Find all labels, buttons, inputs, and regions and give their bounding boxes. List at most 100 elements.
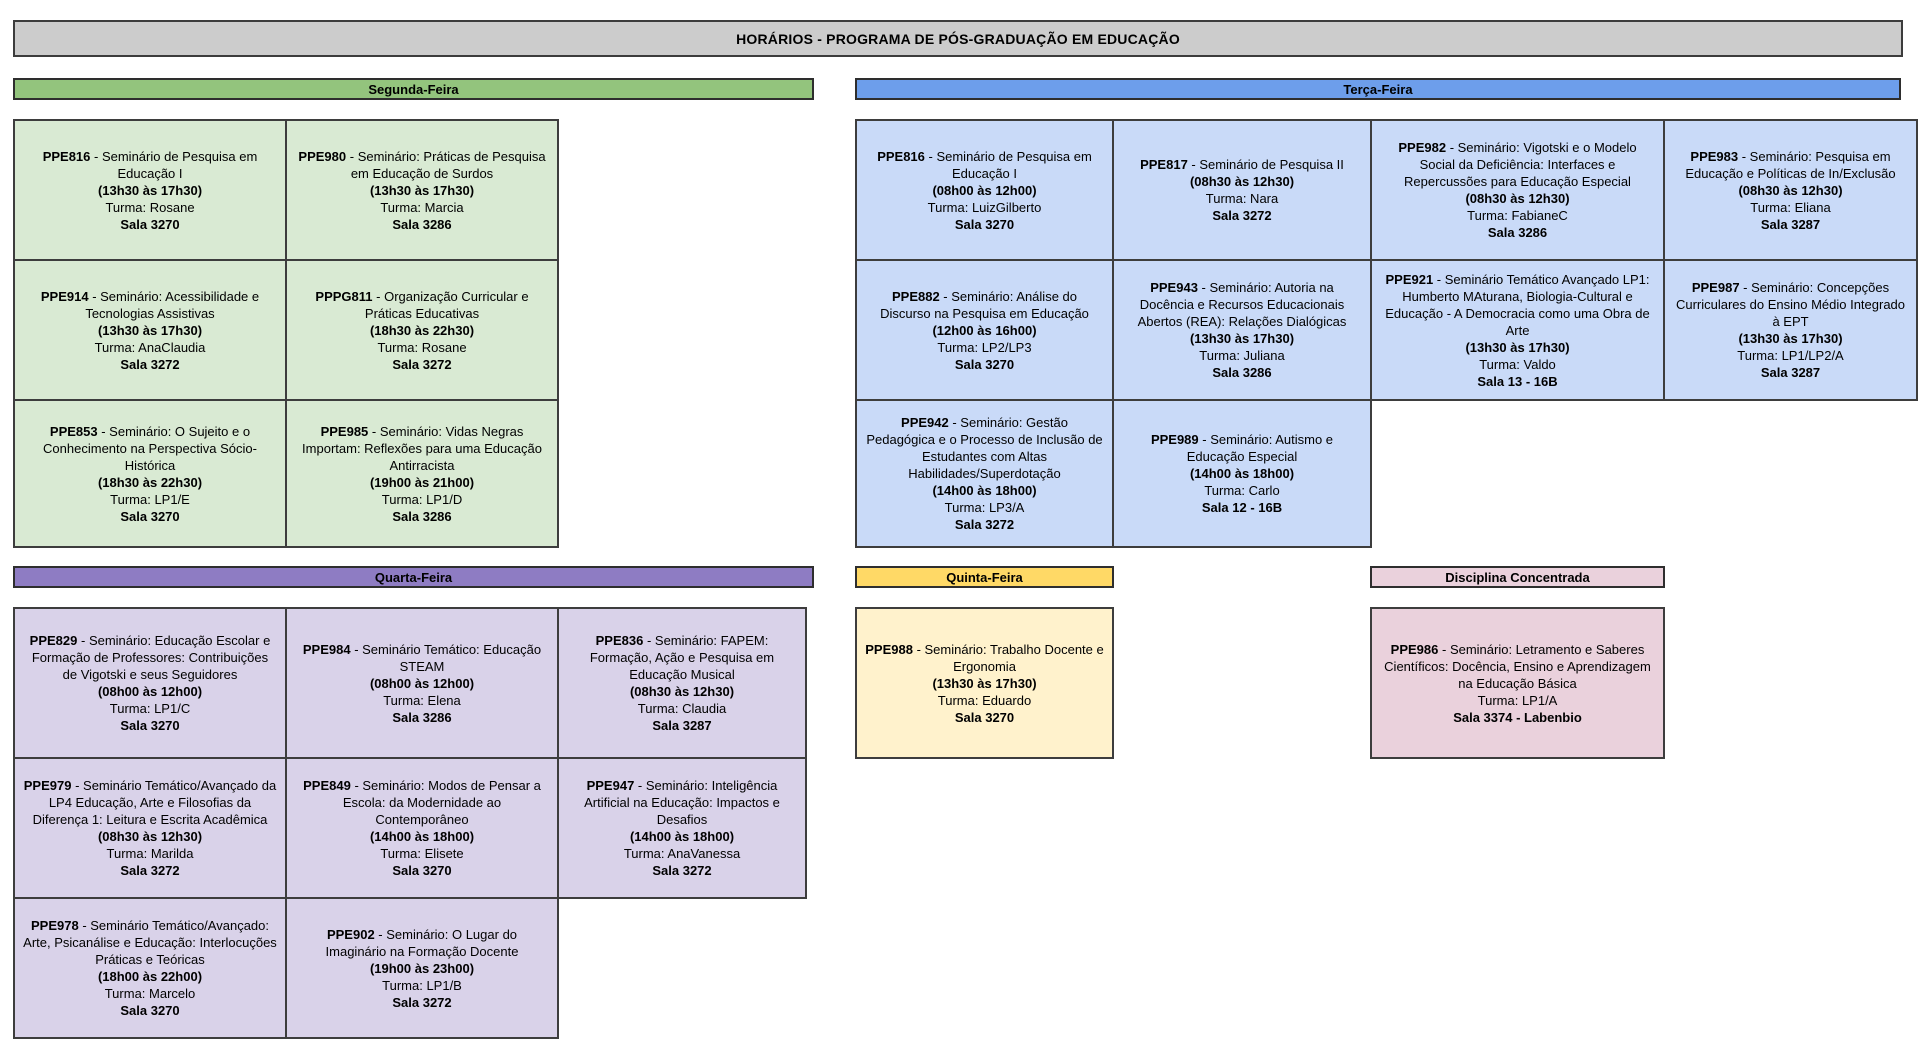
course-code: PPE836 <box>595 633 644 648</box>
course-card: PPE983 - Seminário: Pesquisa em Educação… <box>1663 119 1918 261</box>
course-title-line: PPE947 - Seminário: Inteligência Artific… <box>567 777 797 828</box>
course-code: PPE829 <box>29 633 78 648</box>
course-time: (08h30 às 12h30) <box>1738 182 1843 198</box>
course-room: Sala 3270 <box>954 356 1015 372</box>
course-title-line: PPE902 - Seminário: O Lugar do Imaginári… <box>295 926 549 960</box>
course-code: PPE817 <box>1140 157 1188 172</box>
course-room: Sala 3287 <box>652 718 712 733</box>
course-turma: Turma: LP1/A <box>1477 692 1558 708</box>
day-header-terca: Terça-Feira <box>855 78 1901 100</box>
course-title: Seminário: Análise do Discurso na Pesqui… <box>880 288 1089 321</box>
course-turma: Turma: Marilda <box>106 846 194 861</box>
course-title: Seminário Temático: Educação STEAM <box>362 641 542 674</box>
course-room: Sala 3270 <box>120 1003 180 1018</box>
course-code: PPE984 <box>302 641 351 657</box>
course-code: PPE985 <box>320 423 369 439</box>
course-card: PPE947 - Seminário: Inteligência Artific… <box>557 757 807 899</box>
course-code: PPE979 <box>23 778 72 793</box>
course-title-line: PPE921 - Seminário Temático Avançado LP1… <box>1380 271 1655 339</box>
course-turma: Turma: LuizGilberto <box>927 199 1042 215</box>
day-header-quinta: Quinta-Feira <box>855 566 1114 588</box>
course-title-line: PPE987 - Seminário: Concepções Curricula… <box>1673 279 1908 330</box>
course-turma: Turma: Valdo <box>1479 356 1556 372</box>
page-title: HORÁRIOS - PROGRAMA DE PÓS-GRADUAÇÃO EM … <box>13 20 1903 57</box>
course-room: Sala 3270 <box>120 508 180 524</box>
course-title: Seminário de Pesquisa em Educação I <box>101 148 258 181</box>
course-title-line: PPE983 - Seminário: Pesquisa em Educação… <box>1673 148 1908 182</box>
course-time: (18h00 às 22h00) <box>97 969 203 984</box>
course-time: (08h30 às 12h30) <box>1189 174 1295 189</box>
course-turma: Turma: LP3/A <box>944 500 1025 515</box>
course-title-line: PPE816 - Seminário de Pesquisa em Educaç… <box>23 148 277 182</box>
course-turma: Turma: Nara <box>1205 191 1279 206</box>
course-title-line: PPE882 - Seminário: Análise do Discurso … <box>865 288 1104 322</box>
course-room: Sala 3270 <box>954 709 1015 725</box>
course-title: Seminário: FAPEM: Formação, Ação e Pesqu… <box>589 633 775 682</box>
course-turma: Turma: Carlo <box>1204 483 1280 498</box>
course-room: Sala 3272 <box>954 517 1015 532</box>
course-time: (08h30 às 12h30) <box>97 829 203 844</box>
separator: - <box>634 778 646 793</box>
separator: - <box>1187 157 1200 172</box>
course-code: PPE978 <box>31 918 79 933</box>
course-title-line: PPE982 - Seminário: Vigotski e o Modelo … <box>1380 139 1655 190</box>
course-title-line: PPE943 - Seminário: Autoria na Docência … <box>1122 279 1362 330</box>
separator: - <box>374 926 387 942</box>
course-time: (08h00 às 12h00) <box>97 684 203 699</box>
course-time: (08h00 às 12h00) <box>369 675 475 691</box>
course-card: PPE853 - Seminário: O Sujeito e o Conhec… <box>13 399 287 548</box>
separator: - <box>1198 432 1211 447</box>
course-turma: Turma: LP1/B <box>382 977 462 993</box>
course-turma: Turma: Elisete <box>380 846 464 861</box>
course-title: Seminário Temático Avançado LP1: Humbert… <box>1385 271 1650 338</box>
course-card: PPE914 - Seminário: Acessibilidade e Tec… <box>13 259 287 401</box>
course-code: PPE882 <box>891 288 940 304</box>
course-time: (19h00 às 21h00) <box>369 474 475 490</box>
course-card: PPE902 - Seminário: O Lugar do Imaginári… <box>285 897 559 1039</box>
separator: - <box>1446 140 1458 155</box>
course-title: Seminário: Gestão Pedagógica e o Process… <box>866 415 1103 481</box>
course-title: Seminário: Autismo e Educação Especial <box>1186 432 1334 464</box>
course-turma: Turma: Marcia <box>380 199 464 215</box>
course-title: Seminário Temático/Avançado: Arte, Psica… <box>23 918 277 967</box>
course-turma: Turma: LP1/LP2/A <box>1737 348 1844 363</box>
course-time: (13h30 às 17h30) <box>1738 331 1843 346</box>
course-room: Sala 3286 <box>392 216 452 232</box>
course-title: Seminário de Pesquisa em Educação I <box>936 148 1092 181</box>
course-code: PPE983 <box>1690 148 1739 164</box>
course-code: PPE980 <box>298 148 347 164</box>
course-room: Sala 3272 <box>120 863 180 878</box>
course-title: Seminário: Acessibilidade e Tecnologias … <box>85 288 260 321</box>
course-code: PPE986 <box>1390 641 1439 657</box>
day-header-quarta: Quarta-Feira <box>13 566 814 588</box>
course-turma: Turma: Claudia <box>637 701 727 716</box>
course-code: PPE853 <box>49 423 98 439</box>
separator: - <box>1433 271 1445 287</box>
course-room: Sala 3374 - Labenbio <box>1453 709 1582 725</box>
course-card: PPE817 - Seminário de Pesquisa II (08h30… <box>1112 119 1372 261</box>
course-room: Sala 3270 <box>120 718 180 733</box>
course-title: Seminário: Autoria na Docência e Recurso… <box>1137 280 1347 329</box>
course-code: PPE914 <box>40 288 89 304</box>
course-turma: Turma: Eduardo <box>937 692 1032 708</box>
course-title: Seminário: Inteligência Artificial na Ed… <box>584 778 780 827</box>
course-code: PPE816 <box>42 148 91 164</box>
course-time: (13h30 às 17h30) <box>1189 331 1295 346</box>
separator: - <box>1738 148 1750 164</box>
course-code: PPE921 <box>1385 271 1434 287</box>
separator: - <box>368 423 380 439</box>
course-room: Sala 3287 <box>1760 216 1821 232</box>
separator: - <box>346 148 358 164</box>
course-code: PPPG811 <box>315 288 373 304</box>
separator: - <box>97 423 110 439</box>
course-card: PPE921 - Seminário Temático Avançado LP1… <box>1370 259 1665 401</box>
course-title: Seminário: Modos de Pensar a Escola: da … <box>342 778 541 827</box>
separator: - <box>924 148 937 164</box>
separator: - <box>71 778 84 793</box>
course-time: (13h30 às 17h30) <box>1465 339 1570 355</box>
course-code: PPE942 <box>901 415 949 430</box>
course-code: PPE987 <box>1691 280 1740 295</box>
course-title: Seminário: Vigotski e o Modelo Social da… <box>1404 140 1637 189</box>
course-title: Seminário: Vidas Negras Importam: Reflex… <box>302 423 542 473</box>
separator: - <box>350 641 363 657</box>
